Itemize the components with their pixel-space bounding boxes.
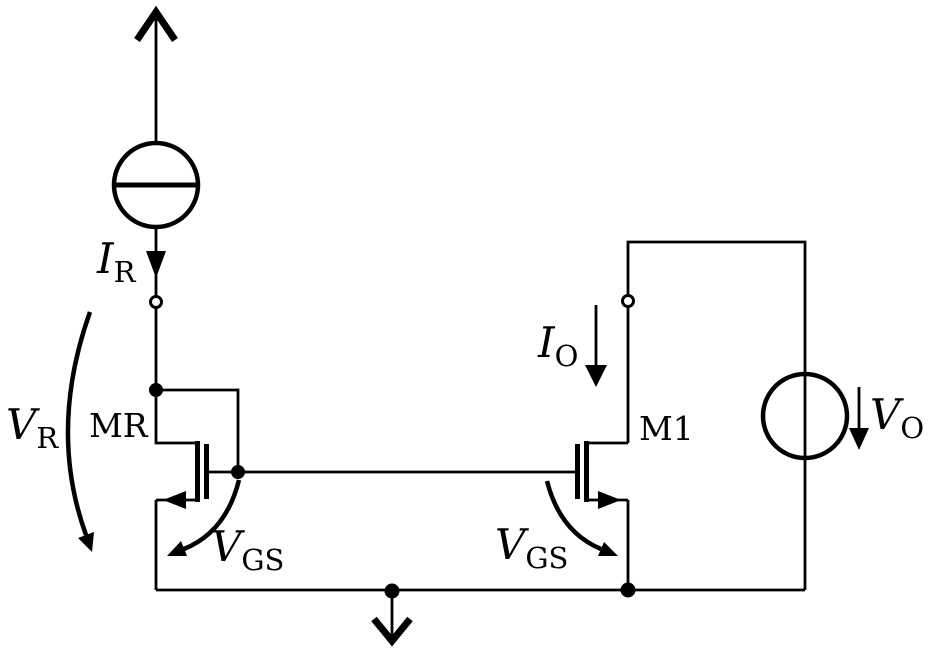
label-mr: MR	[89, 406, 148, 445]
mr-source-arrowhead	[163, 491, 186, 509]
label-vo: VO	[870, 394, 924, 443]
label-vr: VR	[6, 404, 58, 453]
supply-arrow-up-icon	[134, 5, 178, 143]
supply-arrowhead	[134, 5, 178, 42]
label-io: IO	[538, 322, 578, 371]
label-ir-sub: R	[113, 255, 136, 289]
label-vo-sub: O	[900, 411, 925, 445]
output-loop-wire	[626, 240, 807, 590]
output-terminal-node	[621, 294, 635, 308]
current-source-icon	[111, 140, 201, 230]
nmos-transistor-icon-MR	[156, 441, 209, 509]
ir-arrowhead-icon	[146, 251, 166, 278]
vgs-right-curved-arrow-icon	[544, 480, 618, 556]
label-vgs-left-sub: GS	[241, 543, 285, 577]
vr-curved-arrow-icon	[65, 311, 94, 552]
label-vr-base: V	[6, 400, 37, 449]
vr-arc	[65, 311, 93, 536]
vgs-left-curved-arrow-icon	[167, 479, 242, 556]
reference-terminal-node	[149, 295, 163, 309]
nmos-transistor-icon-M1	[575, 441, 628, 509]
label-vgs-right-base: V	[495, 520, 526, 569]
m1-ground-junction-dot	[620, 582, 636, 598]
label-io-base: I	[538, 318, 555, 367]
voltage-source-icon	[760, 371, 850, 461]
vo-arrow-icon	[849, 387, 869, 450]
label-vgs-right: VGS	[495, 524, 568, 573]
vr-arc-arrowhead	[78, 532, 94, 552]
diode-connection-wire	[156, 388, 240, 472]
vgs-right-arc	[544, 480, 602, 552]
label-m1: M1	[639, 409, 694, 448]
io-arrow-icon	[585, 305, 607, 387]
label-ir-base: I	[97, 234, 114, 283]
ground-arrow-down-icon	[371, 583, 413, 647]
vo-arrowhead	[849, 428, 869, 450]
label-ir: IR	[97, 238, 135, 287]
label-vgs-right-sub: GS	[525, 541, 569, 575]
vgs-left-arc-arrowhead	[167, 541, 187, 556]
voltage-source-circle	[760, 371, 850, 461]
ground-arrowhead	[371, 616, 413, 647]
label-vgs-left-base: V	[211, 522, 242, 571]
m1-source-arrowhead	[598, 491, 621, 509]
label-vr-sub: R	[36, 421, 59, 455]
vgs-left-arc	[183, 479, 242, 552]
label-vgs-left: VGS	[211, 526, 284, 575]
label-vo-base: V	[870, 390, 901, 439]
io-arrowhead	[585, 365, 607, 387]
gate-bus-junction-dot	[231, 465, 245, 479]
vgs-right-arc-arrowhead	[598, 542, 618, 556]
label-io-sub: O	[554, 339, 579, 373]
